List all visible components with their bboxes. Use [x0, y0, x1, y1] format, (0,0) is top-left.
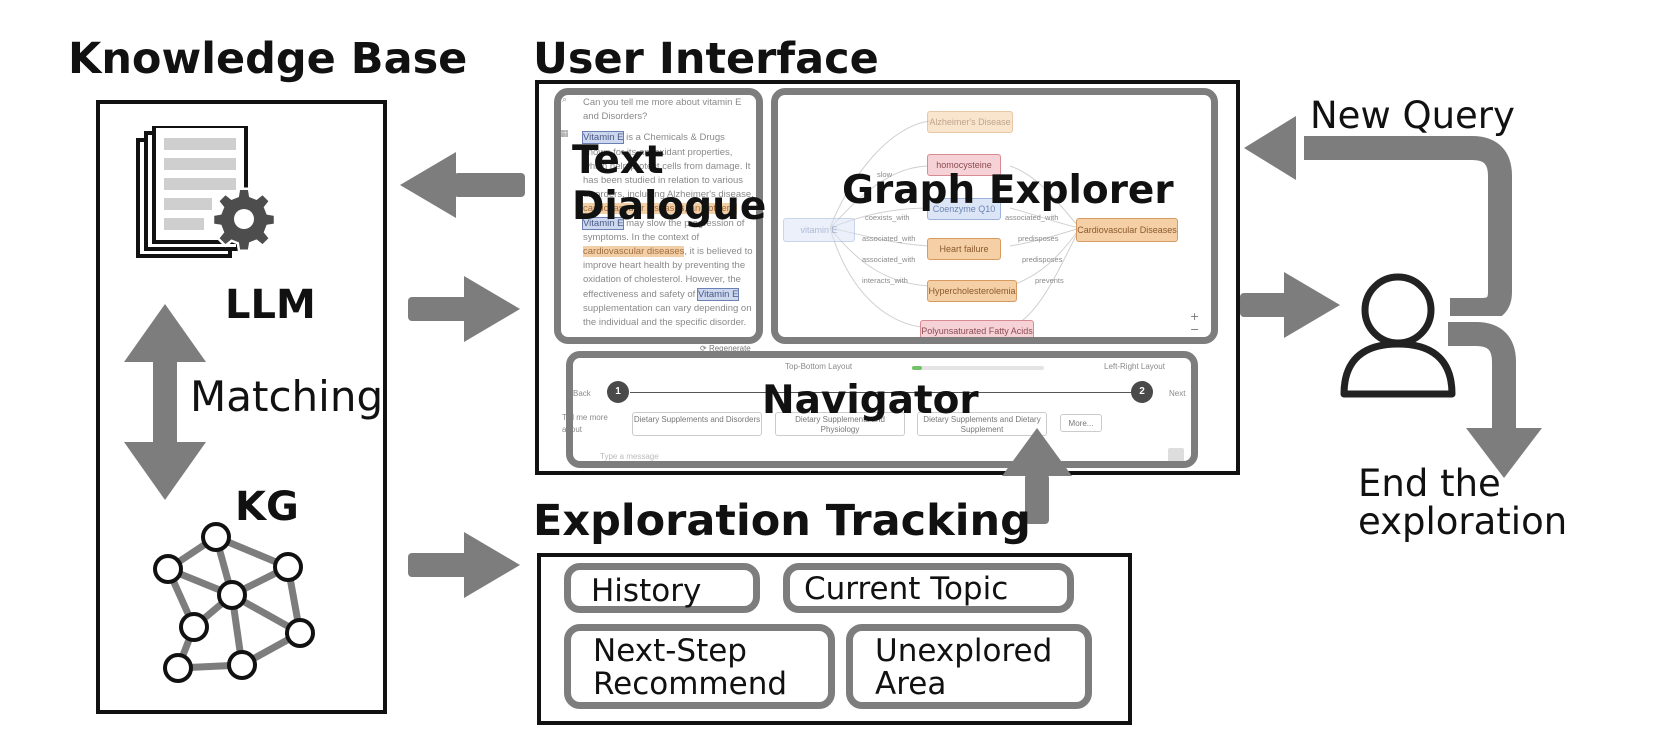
graph-explorer-frame	[771, 88, 1218, 344]
dialogue-line: cardiovascular diseases, and others.	[583, 203, 738, 215]
unexplored-label-line1: Unexplored	[875, 633, 1053, 669]
entity-vitamin-e[interactable]: Vitamin E	[581, 216, 625, 230]
edge-label-prevents: prevents	[1035, 276, 1064, 285]
exploration-tracking-title: Exploration Tracking	[533, 496, 1031, 546]
entity-vitamin-e[interactable]: Vitamin E	[696, 287, 740, 301]
edge-label-predisposes: predisposes	[1022, 255, 1063, 264]
text-dialogue-label-line2: Dialogue	[572, 184, 767, 229]
edge-label-coexists: coexists_with	[865, 213, 910, 222]
dialogue-question-line1: Can you tell me more about vitamin E	[583, 97, 742, 108]
graph-node-alzheimers[interactable]: Alzheimer's Disease	[927, 111, 1013, 133]
zoom-out-button[interactable]: −	[1190, 323, 1200, 336]
graph-explorer-label: Graph Explorer	[842, 168, 1174, 213]
dialogue-line: disorders, including Alzheimer's disease…	[583, 189, 754, 201]
history-label: History	[591, 573, 702, 609]
user-interface-panel	[535, 80, 1240, 475]
layout-slider[interactable]	[912, 366, 1044, 370]
llm-document-gear-icon	[136, 126, 277, 258]
dialogue-line: improve heart health by preventing the	[583, 260, 746, 272]
text-dialogue-content: Can you tell me more about vitamin E and…	[581, 96, 768, 330]
end-exploration-label-line1: End the	[1358, 462, 1501, 505]
layout-left-right-button[interactable]: Left-Right Layout	[1104, 362, 1165, 371]
edge-label-interacts: interacts_with	[862, 276, 908, 285]
topic-chip-2[interactable]: Dietary Supplements and Physiology	[775, 412, 905, 436]
entity-vitamin-e[interactable]: Vitamin E	[581, 131, 625, 145]
dialogue-line: , it is believed to	[684, 246, 753, 258]
user-icon	[1340, 273, 1456, 398]
kg-label: KG	[235, 484, 299, 530]
more-button[interactable]: More...	[1060, 414, 1102, 432]
current-topic-label: Current Topic	[804, 571, 1009, 607]
text-dialogue-frame	[554, 88, 763, 344]
regenerate-button[interactable]: ⟳ Regenerate	[700, 344, 751, 353]
message-input[interactable]: Type a message	[600, 452, 659, 461]
user-interface-title: User Interface	[533, 34, 879, 84]
dialogue-line: known for its antioxidant properties,	[583, 146, 733, 158]
unexplored-area-item[interactable]: Unexplored Area	[846, 624, 1092, 709]
next-step-label-line1: Next-Step	[593, 633, 747, 669]
edge-label-associated: associated_with	[1005, 213, 1059, 222]
arrow-tracking-to-navigator-icon	[1002, 428, 1072, 524]
end-exploration-label-line2: exploration	[1358, 500, 1568, 543]
graph-node-vitamin-e[interactable]: vitamin E	[783, 218, 855, 242]
graph-node-coenzyme[interactable]: Coenzyme Q10	[927, 198, 1001, 220]
zoom-in-button[interactable]: +	[1190, 310, 1200, 323]
llm-label: LLM	[225, 282, 316, 328]
dialogue-line: symptoms. In the context of	[583, 231, 700, 243]
matching-label: Matching	[190, 372, 384, 421]
dialogue-line: is a Chemicals & Drugs	[626, 132, 725, 144]
current-topic-item[interactable]: Current Topic	[783, 563, 1074, 613]
navigator-frame	[566, 351, 1198, 468]
new-query-loop-arrow-icon	[1244, 116, 1512, 316]
nav-track-line	[630, 392, 1138, 393]
layout-top-bottom-button[interactable]: Top-Bottom Layout	[785, 362, 853, 371]
graph-node-hypercholesterolemia[interactable]: Hypercholesterolemia	[927, 280, 1017, 302]
new-query-label: New Query	[1310, 94, 1515, 137]
text-dialogue-label-line1: Text	[572, 138, 664, 183]
nav-step-2[interactable]: 2	[1131, 381, 1153, 403]
next-step-label-line2: Recommend	[593, 666, 788, 702]
dialogue-line: the individual and the specific disorder…	[583, 317, 747, 329]
regenerate-label: Regenerate	[708, 344, 751, 353]
refresh-icon: ⟳	[700, 344, 709, 353]
knowledge-graph-icon	[153, 522, 315, 683]
arrow-ui-to-kb-icon	[400, 152, 525, 218]
next-step-item[interactable]: Next-Step Recommend	[564, 624, 835, 709]
edge-label-associated: associated_with	[862, 234, 916, 243]
graph-node-homocysteine[interactable]: homocysteine	[927, 154, 1001, 176]
entity-cardiovascular[interactable]: cardiovascular diseases	[583, 246, 685, 258]
dialogue-question-line2: and Disorders?	[583, 111, 648, 123]
dialogue-line: oxidation of cholesterol. However, the	[583, 274, 741, 286]
history-item[interactable]: History	[564, 563, 760, 613]
dialogue-line: may slow the progression of	[626, 217, 745, 229]
dialogue-line: effectiveness and safety of	[583, 288, 696, 300]
send-button[interactable]	[1168, 448, 1184, 462]
dialogue-line: has been studied in relation to various	[583, 175, 744, 187]
graph-node-heart-failure[interactable]: Heart failure	[927, 238, 1001, 260]
edge-label-associated: associated_with	[862, 255, 916, 264]
dialogue-line: which help protect cells from damage. It	[583, 160, 751, 172]
next-button[interactable]: Next	[1169, 389, 1186, 398]
arrow-kb-to-ui-icon	[408, 276, 520, 342]
unexplored-label-line2: Area	[875, 666, 947, 702]
topic-chip-3[interactable]: Dietary Supplements and Dietary Suppleme…	[917, 412, 1047, 436]
arrow-kb-to-tracking-icon	[408, 532, 520, 598]
assistant-icon: ▦	[560, 129, 569, 139]
matching-double-arrow-icon	[124, 304, 206, 500]
topic-chip-1[interactable]: Dietary Supplements and Disorders	[632, 412, 762, 436]
layout-slider-fill	[912, 366, 922, 370]
graph-node-cardiovascular[interactable]: Cardiovascular Diseases	[1076, 218, 1178, 242]
arrow-ui-to-user-icon	[1240, 272, 1340, 338]
end-exploration-arrow-icon	[1448, 322, 1542, 478]
back-button[interactable]: Back	[573, 389, 591, 398]
edge-label-predisposes: predisposes	[1018, 234, 1059, 243]
navigator-label: Navigator	[762, 378, 979, 423]
edge-label-slow: slow	[877, 170, 893, 179]
nav-step-1[interactable]: 1	[607, 381, 629, 403]
dialogue-line: supplementation can vary depending on	[583, 302, 752, 314]
knowledge-base-title: Knowledge Base	[68, 34, 468, 84]
